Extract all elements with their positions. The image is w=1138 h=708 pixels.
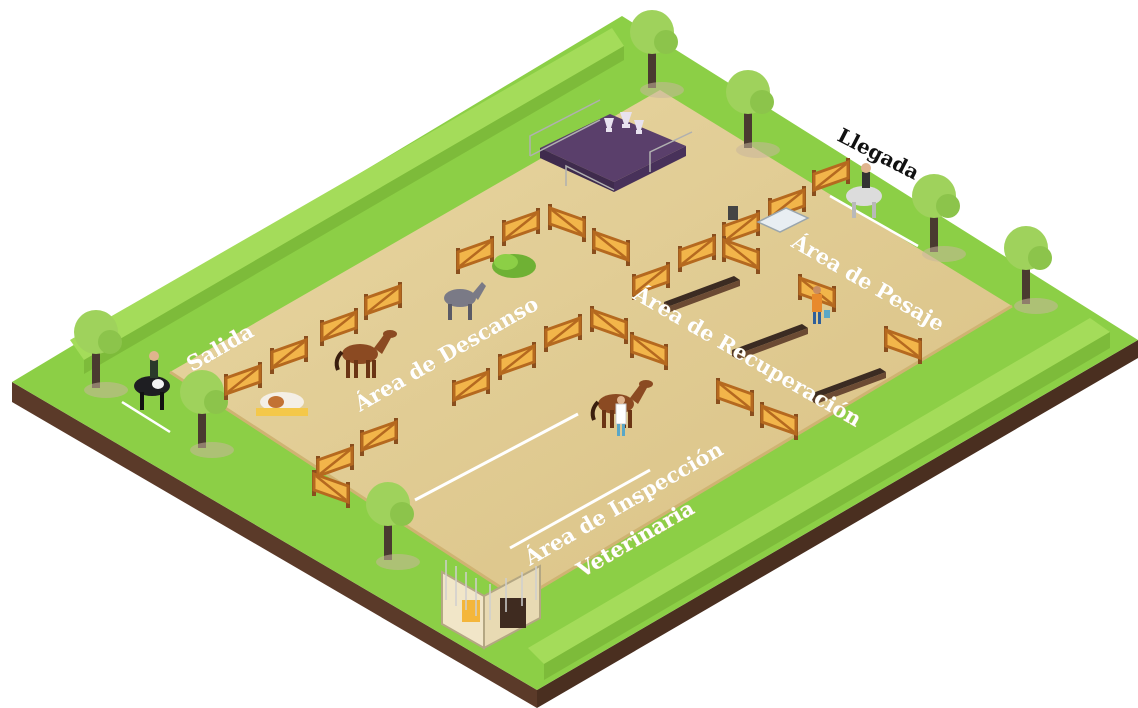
hay-bale-icon bbox=[492, 254, 536, 278]
